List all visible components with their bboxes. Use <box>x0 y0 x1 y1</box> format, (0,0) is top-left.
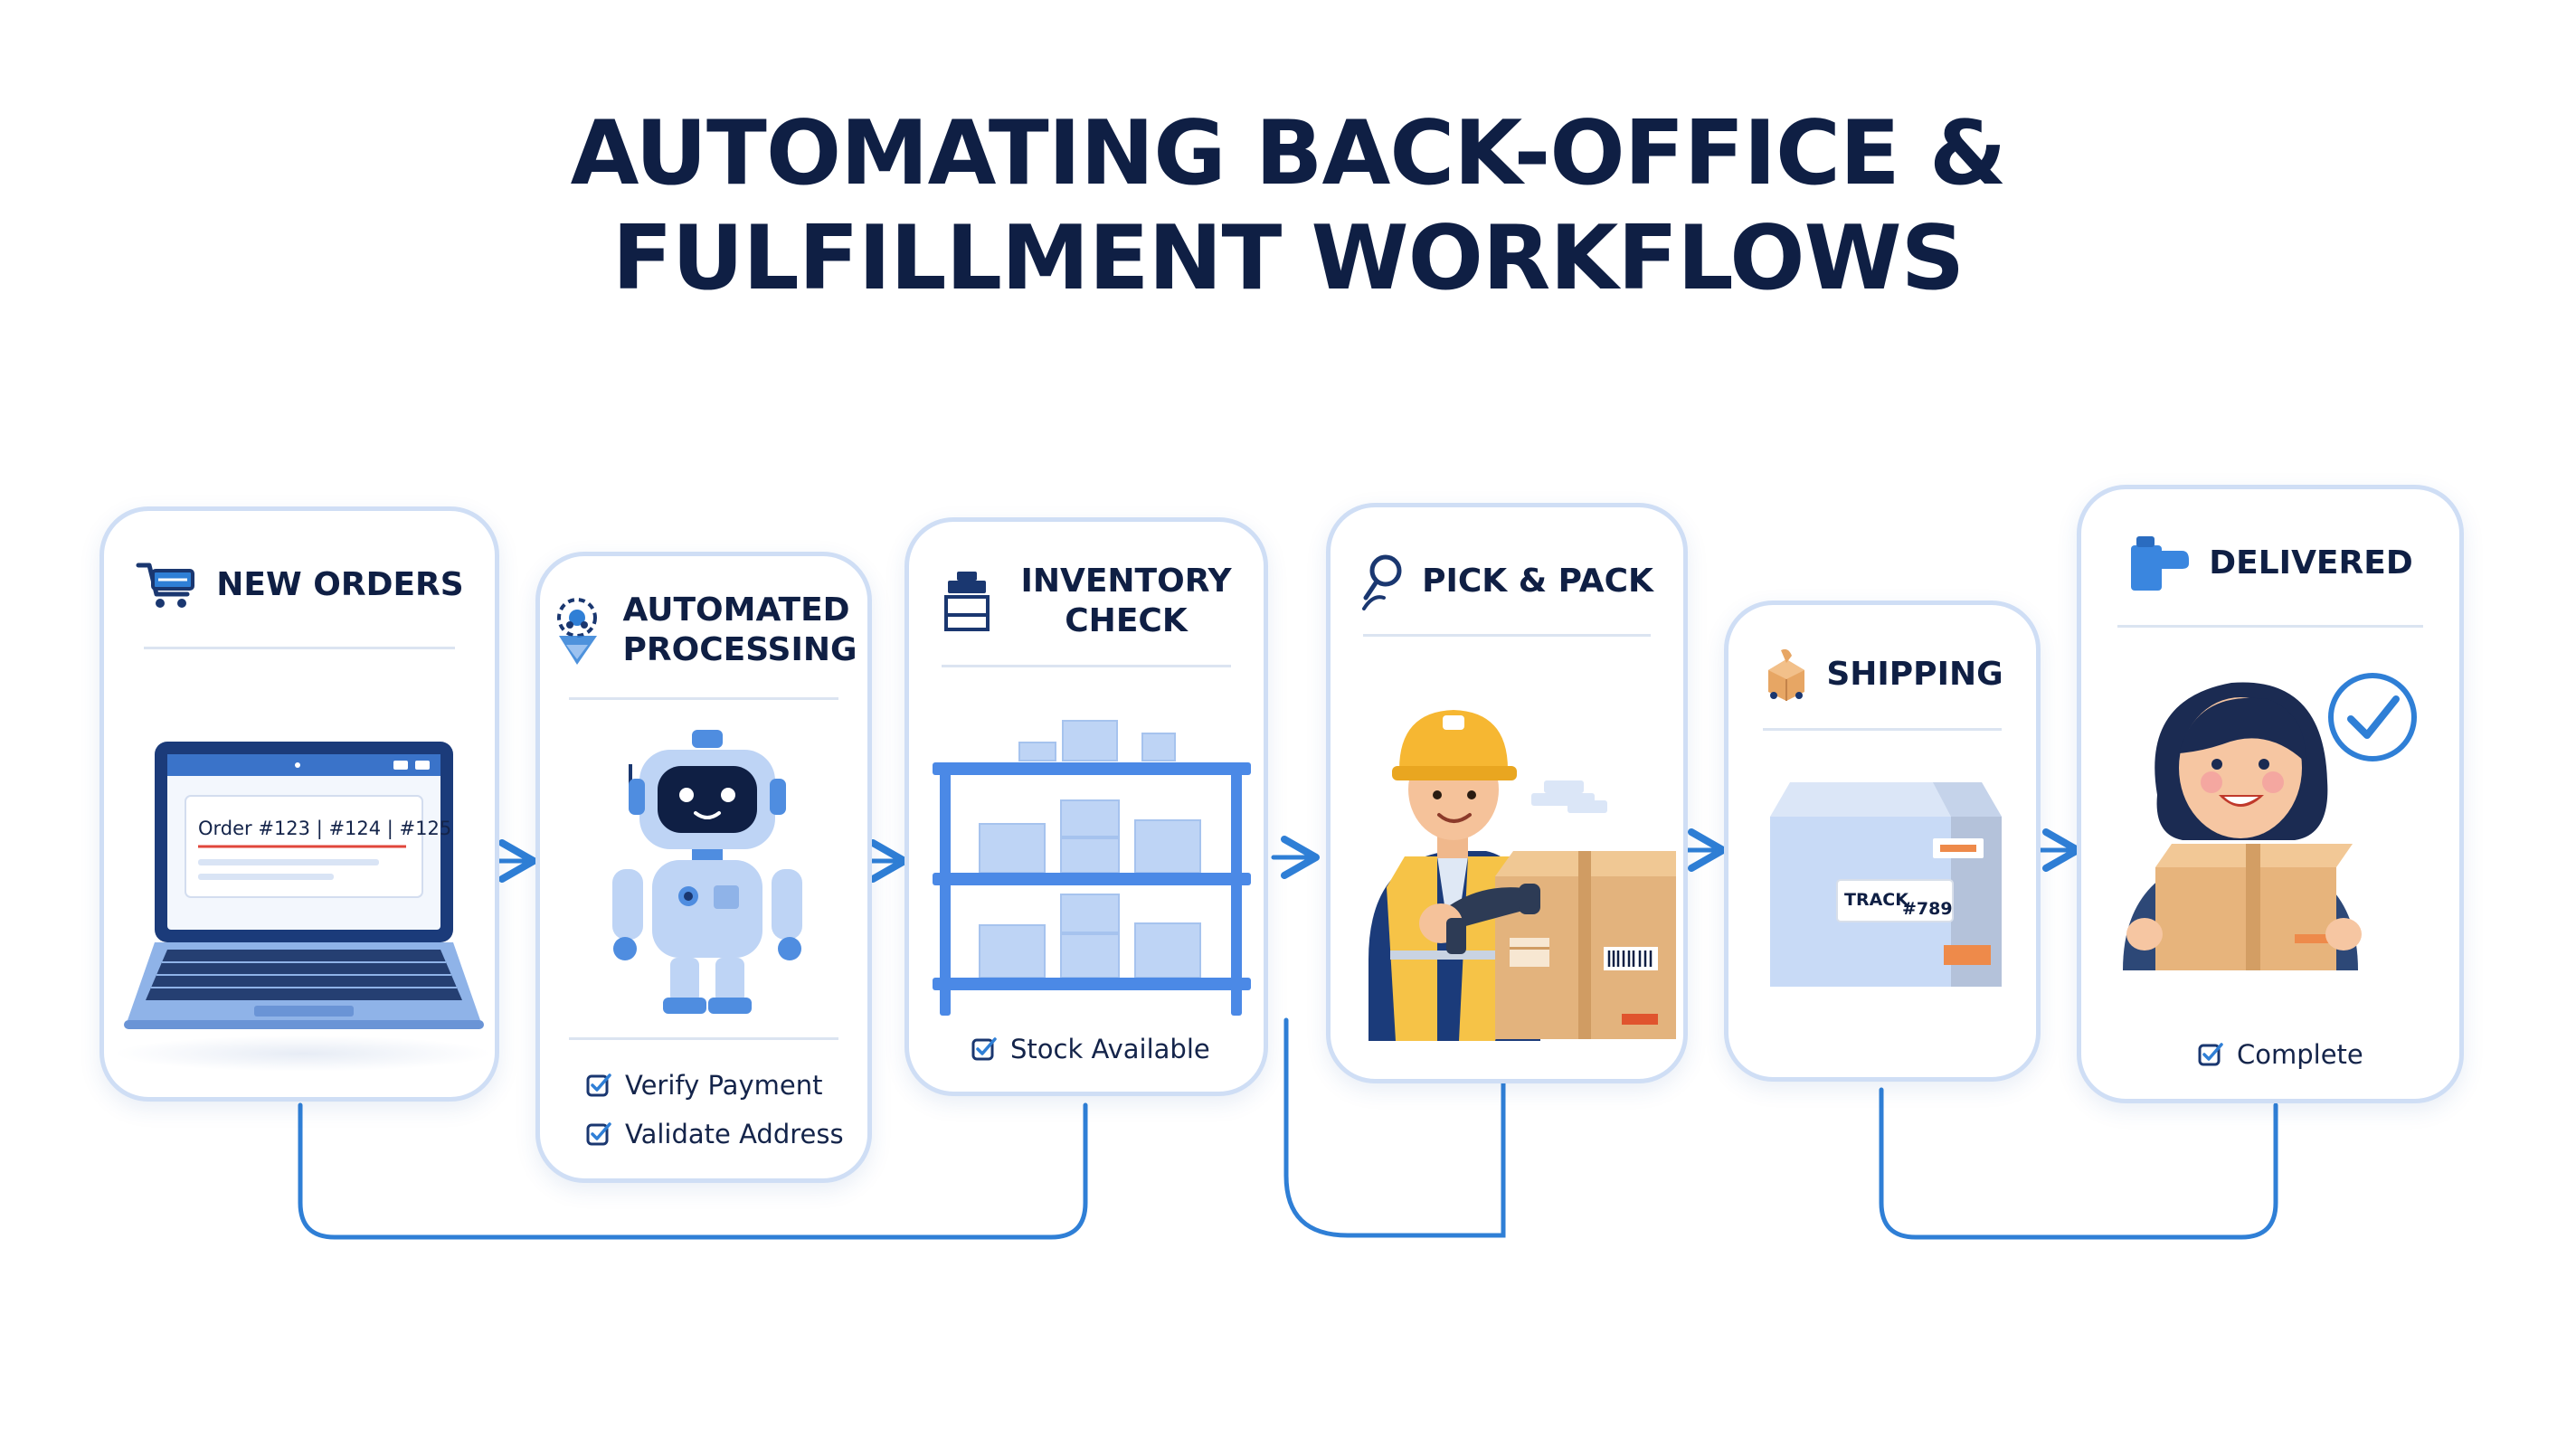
step-divider <box>144 647 455 649</box>
shipping-box-icon <box>1768 648 1805 701</box>
step-label: SHIPPING <box>1826 656 2003 693</box>
step-divider <box>1363 634 1651 637</box>
robot-illustration <box>612 730 802 1014</box>
step-divider <box>1763 728 2002 731</box>
check-item-label: Validate Address <box>625 1119 844 1149</box>
check-item-label: Verify Payment <box>625 1070 823 1101</box>
shopping-cart-icon <box>136 563 195 608</box>
checkbox-checked-icon <box>971 1037 997 1061</box>
step-header: DELIVERED <box>2081 534 2459 592</box>
step-card-pick-and-pack: PICK & PACK <box>1326 503 1688 1083</box>
order-numbers-text: Order #123 | #124 | #125 <box>198 818 451 840</box>
step-divider <box>942 665 1231 667</box>
step-header: PICK & PACK <box>1331 553 1683 610</box>
step-divider <box>2117 625 2423 628</box>
loop-3 <box>1879 1087 2278 1240</box>
check-item-label: Complete <box>2237 1039 2363 1070</box>
step-header: NEW ORDERS <box>104 558 495 612</box>
step-label: PICK & PACK <box>1422 563 1653 600</box>
step-card-shipping: SHIPPING TRACK #789 <box>1724 601 2041 1082</box>
checkbox-checked-icon <box>2198 1043 2223 1066</box>
title-line-1: AUTOMATING BACK-OFFICE & <box>570 102 2007 205</box>
tracking-label-text: TRACK <box>1844 890 1909 910</box>
checkbox-checked-icon <box>586 1122 611 1146</box>
search-person-icon <box>1362 554 1402 610</box>
step-label: NEW ORDERS <box>216 566 464 603</box>
check-item: Verify Payment <box>585 1070 822 1101</box>
step-header: SHIPPING <box>1728 647 2036 703</box>
step-label: INVENTORY CHECK <box>1020 562 1231 641</box>
step-label-line-2: CHECK <box>1065 602 1188 639</box>
check-item: Validate Address <box>585 1119 844 1149</box>
step-card-delivered: DELIVERED Complete <box>2077 485 2464 1103</box>
shipping-package-illustration: TRACK #789 <box>1770 782 2002 987</box>
check-item: Complete <box>2197 1039 2363 1070</box>
step-label-line-1: INVENTORY <box>1020 563 1232 600</box>
warehouse-worker-illustration <box>1368 710 1676 1041</box>
step-divider <box>569 697 838 700</box>
check-item-label: Stock Available <box>1010 1034 1210 1064</box>
delivery-icon <box>2131 536 2190 591</box>
step-header: AUTOMATED PROCESSING <box>540 591 867 670</box>
gear-brain-icon <box>557 598 598 665</box>
step-card-inventory-check: INVENTORY CHECK <box>904 517 1268 1096</box>
step-header: INVENTORY CHECK <box>909 562 1264 641</box>
title-line-2: FULFILLMENT WORKFLOWS <box>611 207 1965 310</box>
inventory-shelf-illustration <box>933 720 1251 1016</box>
step-label-line-1: AUTOMATED <box>622 591 850 629</box>
step-divider <box>569 1037 838 1040</box>
customer-delivery-illustration <box>2123 673 2417 970</box>
step-label: AUTOMATED PROCESSING <box>622 591 857 670</box>
step-card-new-orders: NEW ORDERS Order #123 | #124 | #125 <box>99 506 499 1102</box>
check-item: Stock Available <box>971 1034 1210 1064</box>
checkbox-checked-icon <box>586 1073 611 1097</box>
shelf-icon <box>944 572 990 631</box>
step-label-line-2: PROCESSING <box>622 631 857 668</box>
step-card-automated-processing: AUTOMATED PROCESSING Verify Payme <box>535 552 872 1183</box>
tracking-number-text: #789 <box>1902 899 1953 919</box>
page-title: AUTOMATING BACK-OFFICE & FULFILLMENT WOR… <box>0 101 2576 311</box>
laptop-illustration: Order #123 | #124 | #125 <box>124 742 484 1029</box>
step-label: DELIVERED <box>2209 544 2413 582</box>
